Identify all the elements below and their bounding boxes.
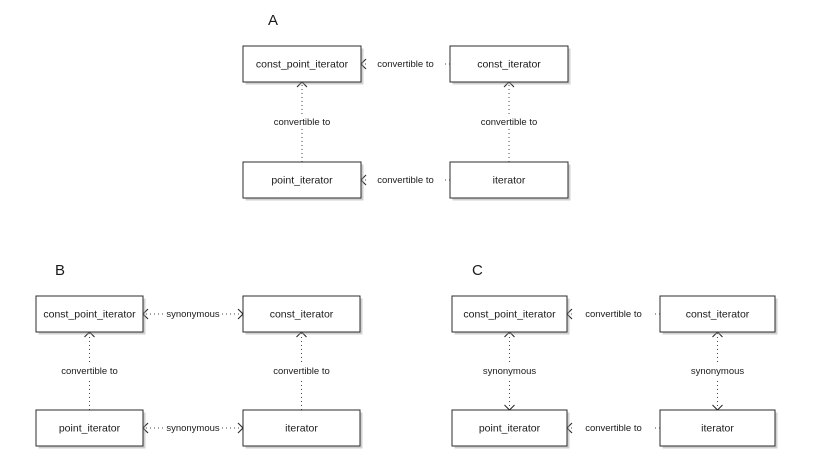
node-iterator[interactable]: iterator — [242, 409, 363, 449]
panel-letter-a: A — [268, 12, 278, 29]
node-box[interactable] — [449, 45, 569, 83]
edge-label: convertible to — [585, 423, 642, 434]
node-label: iterator — [701, 422, 734, 434]
node-box[interactable] — [242, 295, 361, 333]
node-box[interactable] — [242, 45, 362, 83]
node-label: const_iterator — [686, 308, 750, 320]
node-box[interactable] — [659, 409, 776, 447]
node-label: iterator — [493, 174, 526, 186]
node-point-iterator[interactable]: point_iterator — [242, 161, 364, 201]
edge-label: convertible to — [585, 309, 642, 320]
node-box[interactable] — [451, 409, 568, 447]
node-label: const_point_iterator — [43, 308, 136, 320]
edge-a-it-to-a-ci: convertible to — [470, 81, 548, 162]
edge-label: convertible to — [61, 366, 118, 377]
panel-letter-c: C — [472, 262, 483, 279]
node-point-iterator[interactable]: point_iterator — [451, 409, 570, 449]
edge-label: convertible to — [377, 59, 434, 70]
edge-a-it-to-a-pi: convertible to — [360, 173, 450, 187]
node-iterator[interactable]: iterator — [659, 409, 778, 449]
edge-label: convertible to — [481, 117, 538, 128]
node-box[interactable] — [659, 295, 776, 333]
edge-b-ci-to-b-cpi: synonymous — [142, 307, 244, 321]
edge-b-pi-to-b-cpi: convertible to — [50, 331, 129, 410]
panel-letter-b: B — [55, 262, 65, 279]
node-point-iterator[interactable]: point_iterator — [35, 409, 146, 449]
node-label: point_iterator — [59, 422, 121, 434]
node-const-iterator[interactable]: const_iterator — [659, 295, 778, 335]
node-iterator[interactable]: iterator — [449, 161, 571, 201]
node-box[interactable] — [242, 409, 361, 447]
edge-label: convertible to — [274, 117, 331, 128]
node-const-point-iterator[interactable]: const_point_iterator — [451, 295, 570, 335]
node-box[interactable] — [35, 409, 144, 447]
node-const-point-iterator[interactable]: const_point_iterator — [35, 295, 146, 335]
edge-label: convertible to — [273, 366, 330, 377]
node-const-iterator[interactable]: const_iterator — [449, 45, 571, 85]
edge-label: convertible to — [377, 175, 434, 186]
node-label: const_point_iterator — [256, 58, 349, 70]
node-label: iterator — [285, 422, 318, 434]
edge-label: synonymous — [483, 366, 537, 377]
node-label: const_iterator — [270, 308, 334, 320]
edge-a-ci-to-a-cpi: convertible to — [360, 57, 450, 71]
edge-label: synonymous — [166, 309, 220, 320]
node-box[interactable] — [449, 161, 569, 199]
node-label: const_point_iterator — [463, 308, 556, 320]
node-box[interactable] — [242, 161, 362, 199]
node-box[interactable] — [35, 295, 144, 333]
edge-c-it-to-c-ci: synonymous — [688, 331, 747, 411]
edge-label: synonymous — [691, 366, 745, 377]
edge-b-it-to-b-ci: convertible to — [262, 331, 341, 410]
node-label: point_iterator — [271, 174, 333, 186]
edge-a-pi-to-a-cpi: convertible to — [263, 81, 341, 162]
node-const-iterator[interactable]: const_iterator — [242, 295, 363, 335]
edge-b-it-to-b-pi: synonymous — [142, 421, 244, 435]
edge-c-ci-to-c-cpi: convertible to — [566, 307, 660, 321]
edge-c-pi-to-c-cpi: synonymous — [480, 331, 539, 411]
node-label: const_iterator — [477, 58, 541, 70]
node-label: point_iterator — [479, 422, 541, 434]
node-const-point-iterator[interactable]: const_point_iterator — [242, 45, 364, 85]
node-box[interactable] — [451, 295, 568, 333]
edge-label: synonymous — [166, 423, 220, 434]
edge-c-it-to-c-pi: convertible to — [566, 421, 660, 435]
